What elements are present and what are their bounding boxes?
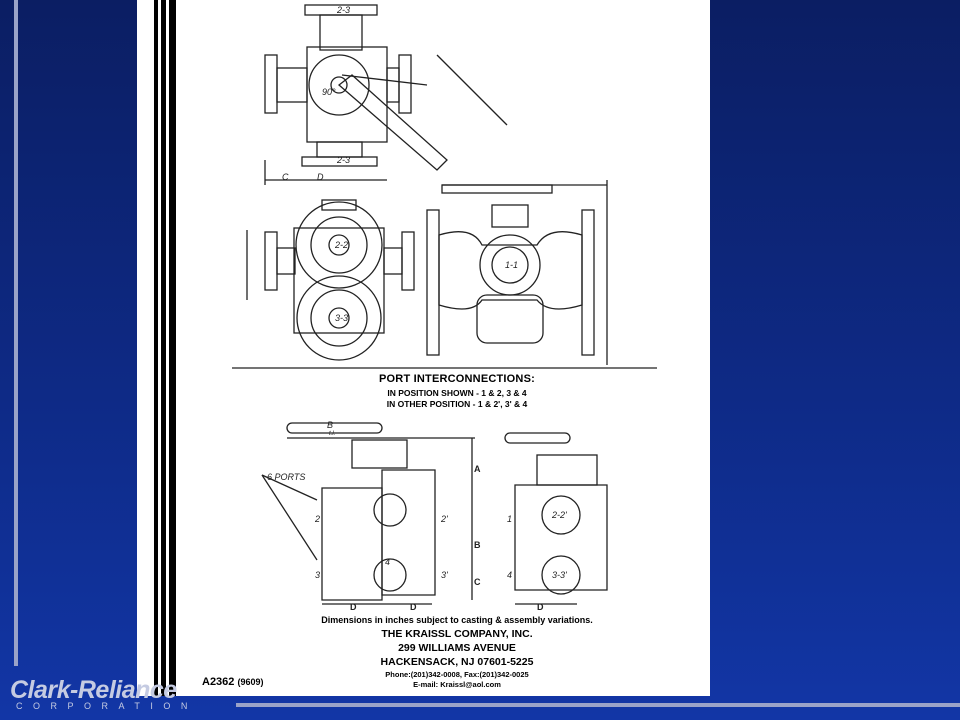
label-port-1: 1 — [507, 514, 512, 524]
dimensions-note: Dimensions in inches subject to casting … — [321, 615, 593, 625]
label-angle: 90° — [322, 87, 336, 97]
label-handle: B — [327, 420, 333, 430]
top-view-drawing — [264, 4, 608, 365]
label-six-ports: 6 PORTS — [267, 472, 305, 482]
label-dim-d3: D — [537, 602, 544, 612]
label-end-22: 2-2' — [551, 510, 567, 520]
label-dim-c: C — [474, 577, 481, 587]
company-phone: Phone:(201)342-0008, Fax:(201)342-0025 — [385, 670, 529, 679]
label-dim-b: B — [474, 540, 481, 550]
label-end-33: 3-3' — [552, 570, 567, 580]
company-name: THE KRAISSL COMPANY, INC. — [381, 628, 533, 640]
label-top-23: 2-3 — [336, 5, 350, 15]
side-view-drawing — [232, 184, 657, 369]
drawing-revision: (9609) — [237, 677, 264, 687]
label-front-22: 2-2 — [334, 240, 348, 250]
company-email: E-mail: Kraissl@aol.com — [413, 680, 501, 689]
label-top-d: D — [317, 172, 324, 182]
drawing-number: A2362 — [202, 676, 235, 688]
port-interconnections-title: PORT INTERCONNECTIONS: — [379, 373, 535, 385]
label-port-2p: 2' — [440, 514, 448, 524]
label-port-2: 2 — [314, 514, 320, 524]
binding-bar — [161, 0, 166, 696]
binding-bar — [169, 0, 176, 696]
company-city: HACKENSACK, NJ 07601-5225 — [380, 656, 534, 668]
drawing-code: A2362 (9609) — [202, 676, 264, 688]
label-dim-d2: D — [410, 602, 417, 612]
label-front-33: 3-3 — [335, 313, 348, 323]
section-view-drawing — [261, 422, 475, 605]
binding-bar — [154, 0, 158, 696]
end-view-drawing — [504, 432, 608, 605]
company-logo: Clark-Reliance — [10, 676, 177, 704]
label-handle-sub: t.l. — [329, 431, 335, 437]
company-logo-subtitle: CORPORATION — [16, 701, 198, 711]
bottom-accent-rule — [236, 703, 960, 707]
label-port-3p: 3' — [441, 570, 448, 580]
label-dim-a: A — [474, 464, 481, 474]
label-port-4r: 4 — [507, 570, 512, 580]
company-street: 299 WILLIAMS AVENUE — [398, 642, 516, 654]
left-accent-rule — [14, 0, 18, 666]
port-other-position: IN OTHER POSITION - 1 & 2', 3' & 4 — [386, 399, 528, 409]
label-port-4: 4 — [385, 557, 390, 567]
label-dim-d1: D — [350, 602, 357, 612]
label-side-11: 1-1 — [505, 260, 518, 270]
label-port-3: 3 — [315, 570, 320, 580]
label-top-c: C — [282, 172, 289, 182]
drawing-sheet: 2-3 2-3 C D 90° 2-2 3-3 1-1 6 PORTS 2 2'… — [137, 0, 710, 696]
port-position-shown: IN POSITION SHOWN - 1 & 2, 3 & 4 — [387, 388, 527, 398]
label-bot-23: 2-3 — [336, 155, 350, 165]
valve-technical-drawing: 2-3 2-3 C D 90° 2-2 3-3 1-1 6 PORTS 2 2'… — [232, 4, 657, 612]
front-view-drawing — [246, 199, 415, 361]
